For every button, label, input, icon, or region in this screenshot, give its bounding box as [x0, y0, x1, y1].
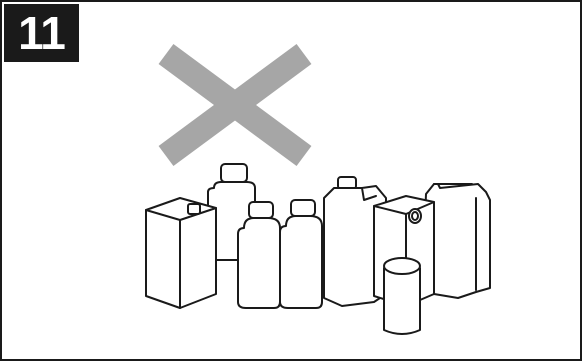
bottle-icon — [280, 200, 322, 308]
square-jug-icon — [146, 198, 216, 308]
cross-mark-icon — [166, 54, 304, 156]
can-icon — [384, 258, 420, 334]
